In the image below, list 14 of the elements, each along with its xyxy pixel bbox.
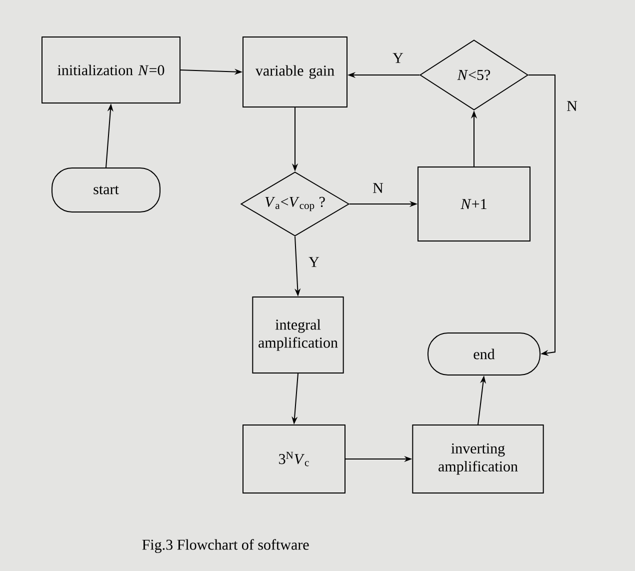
edge-label: Y <box>392 52 404 64</box>
process-box: integral amplification <box>252 296 344 374</box>
process-box: initialization N=0 <box>42 36 180 104</box>
arrow <box>528 74 556 356</box>
process-box: variable gain <box>242 36 348 108</box>
edge-label: N <box>566 100 578 112</box>
caption: Fig.3 Flowchart of software <box>142 539 309 553</box>
terminal-box: start <box>52 168 160 212</box>
process-box: inverting amplification <box>412 424 544 494</box>
process-box: N+1 <box>418 166 530 242</box>
process-box: 3$^{N}$V$_{c}$ <box>242 424 346 494</box>
edge-label: Y <box>308 256 320 268</box>
edge-label: N <box>372 182 384 194</box>
terminal-box: end <box>428 332 540 376</box>
